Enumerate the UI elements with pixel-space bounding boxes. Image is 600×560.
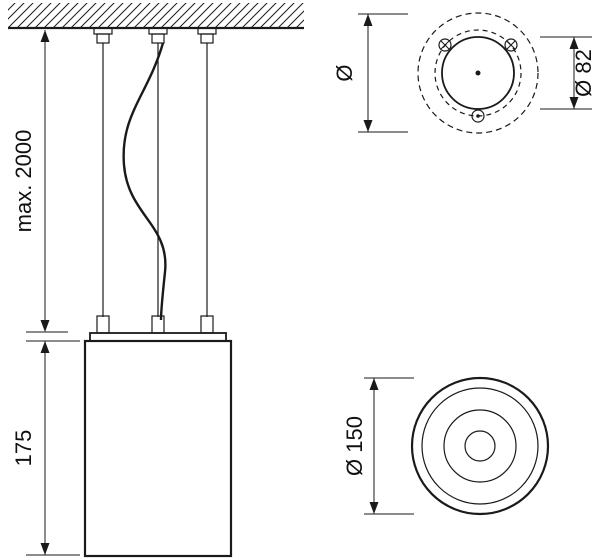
top-view-canopy: Ø Ø 82 — [332, 12, 596, 134]
arrow-up — [40, 341, 50, 353]
ceiling-hatch — [8, 3, 304, 28]
mount-right — [197, 27, 217, 44]
extension-ticks — [540, 36, 592, 110]
center-dot — [475, 70, 481, 76]
arrow-up — [369, 378, 379, 390]
arrow-down — [40, 320, 50, 332]
extension-ticks — [358, 13, 408, 133]
extension-ticks — [26, 340, 80, 556]
canopy-diameter-label: Ø 82 — [571, 49, 596, 97]
suspension-wires — [102, 42, 208, 321]
screw-upper-right — [504, 38, 518, 52]
power-cord — [122, 42, 167, 321]
ceiling — [8, 3, 304, 30]
outer-rim-circle — [410, 376, 550, 516]
body-height-label: 175 — [11, 430, 36, 467]
screw-upper-left — [438, 38, 452, 52]
arrow-up — [569, 37, 579, 49]
arrow-down — [363, 120, 373, 132]
extension-ticks — [364, 377, 414, 515]
outer-dashed-circle — [417, 12, 539, 134]
side-view: max. 2000 175 — [8, 3, 304, 558]
mount-center — [148, 27, 168, 44]
bottom-view-luminaire: Ø 150 — [342, 376, 550, 516]
ceiling-mounts — [93, 27, 217, 44]
gripper-left — [96, 315, 110, 334]
cylinder-body — [83, 339, 233, 558]
arrow-down — [569, 97, 579, 109]
dimension-body-diameter: Ø 150 — [342, 377, 414, 515]
mount-left — [93, 27, 113, 44]
luminaire-body — [83, 332, 233, 558]
dimension-canopy-diameter: Ø 82 — [540, 36, 596, 110]
cable-grippers — [96, 315, 214, 334]
screw-bottom — [471, 109, 485, 123]
reflector-circle — [443, 409, 517, 483]
pitch-circle-label: Ø — [332, 64, 357, 81]
suspension-length-label: max. 2000 — [11, 130, 36, 233]
arrow-up — [363, 14, 373, 26]
dimension-pitch-diameter: Ø — [332, 13, 408, 133]
fixing-screws — [438, 38, 518, 123]
dimension-suspension-length: max. 2000 — [11, 30, 68, 333]
lamp-circle — [464, 430, 496, 462]
arrow-down — [40, 543, 50, 555]
arrow-up — [40, 30, 50, 42]
arrow-down — [369, 502, 379, 514]
top-plate — [89, 332, 227, 342]
dimension-body-height: 175 — [11, 340, 80, 556]
canopy-circle — [441, 36, 515, 110]
body-diameter-label: Ø 150 — [342, 416, 367, 476]
gripper-right — [200, 315, 214, 334]
inner-rim-circle — [421, 387, 539, 505]
